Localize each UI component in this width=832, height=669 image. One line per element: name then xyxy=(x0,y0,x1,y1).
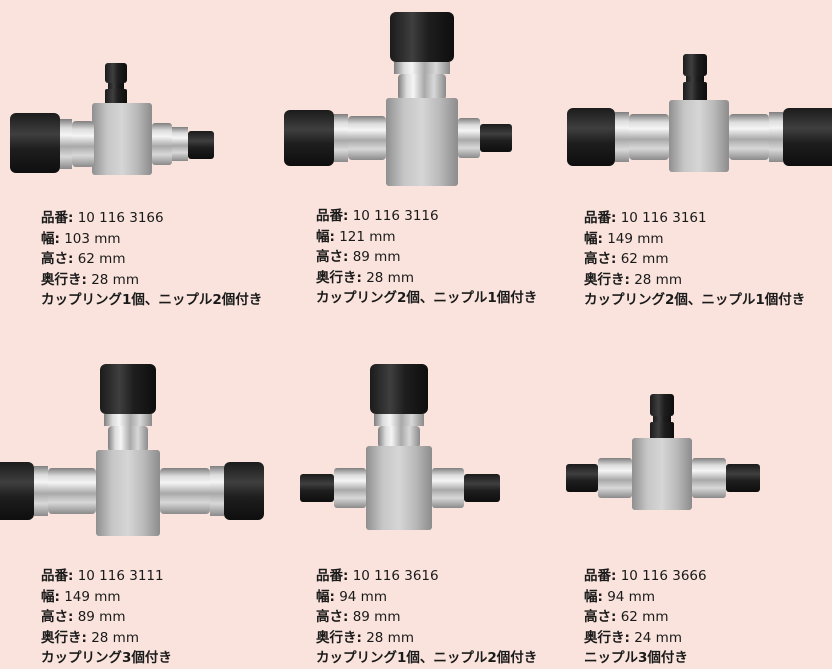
height-spec: 高さ: 89 mm xyxy=(316,609,401,625)
width-spec: 幅: 149 mm xyxy=(584,230,664,247)
depth-spec: 奥行き: 28 mm xyxy=(316,629,414,646)
depth-spec: 奥行き: 28 mm xyxy=(41,271,139,288)
part-number: 品番: 10 116 3161 xyxy=(584,210,707,226)
part-number: 品番: 10 116 3666 xyxy=(584,568,707,584)
product-specs: 品番: 10 116 3116 幅: 121 mm 高さ: 89 mm 奥行き:… xyxy=(316,206,537,309)
product-note: カップリング2個、ニップル1個付き xyxy=(316,290,538,306)
t-fitting-image xyxy=(0,362,270,542)
t-fitting-image xyxy=(298,362,528,542)
width-spec: 幅: 94 mm xyxy=(316,588,387,605)
height-spec: 高さ: 89 mm xyxy=(316,249,401,265)
depth-spec: 奥行き: 28 mm xyxy=(41,629,139,646)
width-spec: 幅: 103 mm xyxy=(41,230,121,247)
product-specs: 品番: 10 116 3166 幅: 103 mm 高さ: 62 mm 奥行き:… xyxy=(41,208,262,311)
product-note: カップリング3個付き xyxy=(41,650,172,666)
t-fitting-image xyxy=(565,50,832,180)
product-specs: 品番: 10 116 3666 幅: 94 mm 高さ: 62 mm 奥行き: … xyxy=(584,566,707,669)
part-number: 品番: 10 116 3111 xyxy=(41,568,164,584)
depth-spec: 奥行き: 24 mm xyxy=(584,629,682,646)
t-fitting-image xyxy=(8,55,218,185)
height-spec: 高さ: 89 mm xyxy=(41,609,126,625)
t-fitting-image xyxy=(564,392,774,522)
product-specs: 品番: 10 116 3616 幅: 94 mm 高さ: 89 mm 奥行き: … xyxy=(316,566,537,669)
product-note: ニップル3個付き xyxy=(584,650,688,666)
product-note: カップリング1個、ニップル2個付き xyxy=(41,292,263,308)
depth-spec: 奥行き: 28 mm xyxy=(316,269,414,286)
part-number: 品番: 10 116 3116 xyxy=(316,208,439,224)
part-number: 品番: 10 116 3616 xyxy=(316,568,439,584)
t-fitting-image xyxy=(282,10,522,190)
product-note: カップリング1個、ニップル2個付き xyxy=(316,650,538,666)
product-specs: 品番: 10 116 3161 幅: 149 mm 高さ: 62 mm 奥行き:… xyxy=(584,208,805,311)
product-specs: 品番: 10 116 3111 幅: 149 mm 高さ: 89 mm 奥行き:… xyxy=(41,566,172,669)
height-spec: 高さ: 62 mm xyxy=(584,251,669,267)
part-number: 品番: 10 116 3166 xyxy=(41,210,164,226)
height-spec: 高さ: 62 mm xyxy=(584,609,669,625)
width-spec: 幅: 149 mm xyxy=(41,588,121,605)
width-spec: 幅: 94 mm xyxy=(584,588,655,605)
depth-spec: 奥行き: 28 mm xyxy=(584,271,682,288)
width-spec: 幅: 121 mm xyxy=(316,228,396,245)
product-note: カップリング2個、ニップル1個付き xyxy=(584,292,806,308)
height-spec: 高さ: 62 mm xyxy=(41,251,126,267)
